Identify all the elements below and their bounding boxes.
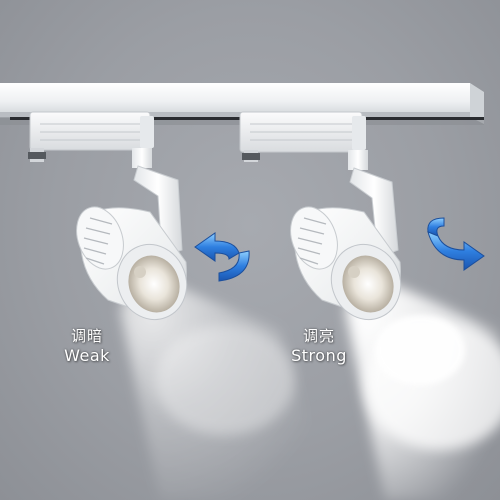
label-weak: 调暗 Weak bbox=[56, 329, 118, 364]
track-adapter-left bbox=[28, 111, 154, 162]
label-strong-en: Strong bbox=[291, 346, 347, 365]
mount-arm-right bbox=[348, 150, 399, 259]
beam-strong bbox=[345, 270, 500, 500]
label-strong-zh: 调亮 bbox=[302, 327, 335, 345]
lamp-head-left bbox=[76, 206, 188, 320]
track-light-right bbox=[239, 111, 402, 320]
curved-rotate-arrow-icon bbox=[427, 217, 485, 271]
label-weak-zh: 调暗 bbox=[70, 327, 103, 345]
track-adapter-right bbox=[239, 111, 366, 162]
beam-weak bbox=[120, 270, 330, 500]
label-strong: 调亮 Strong bbox=[286, 329, 352, 364]
track-light-left bbox=[28, 111, 188, 320]
label-weak-en: Weak bbox=[64, 346, 110, 365]
lamp-head-right bbox=[290, 206, 402, 320]
curved-rotate-arrow-icon bbox=[194, 232, 250, 282]
